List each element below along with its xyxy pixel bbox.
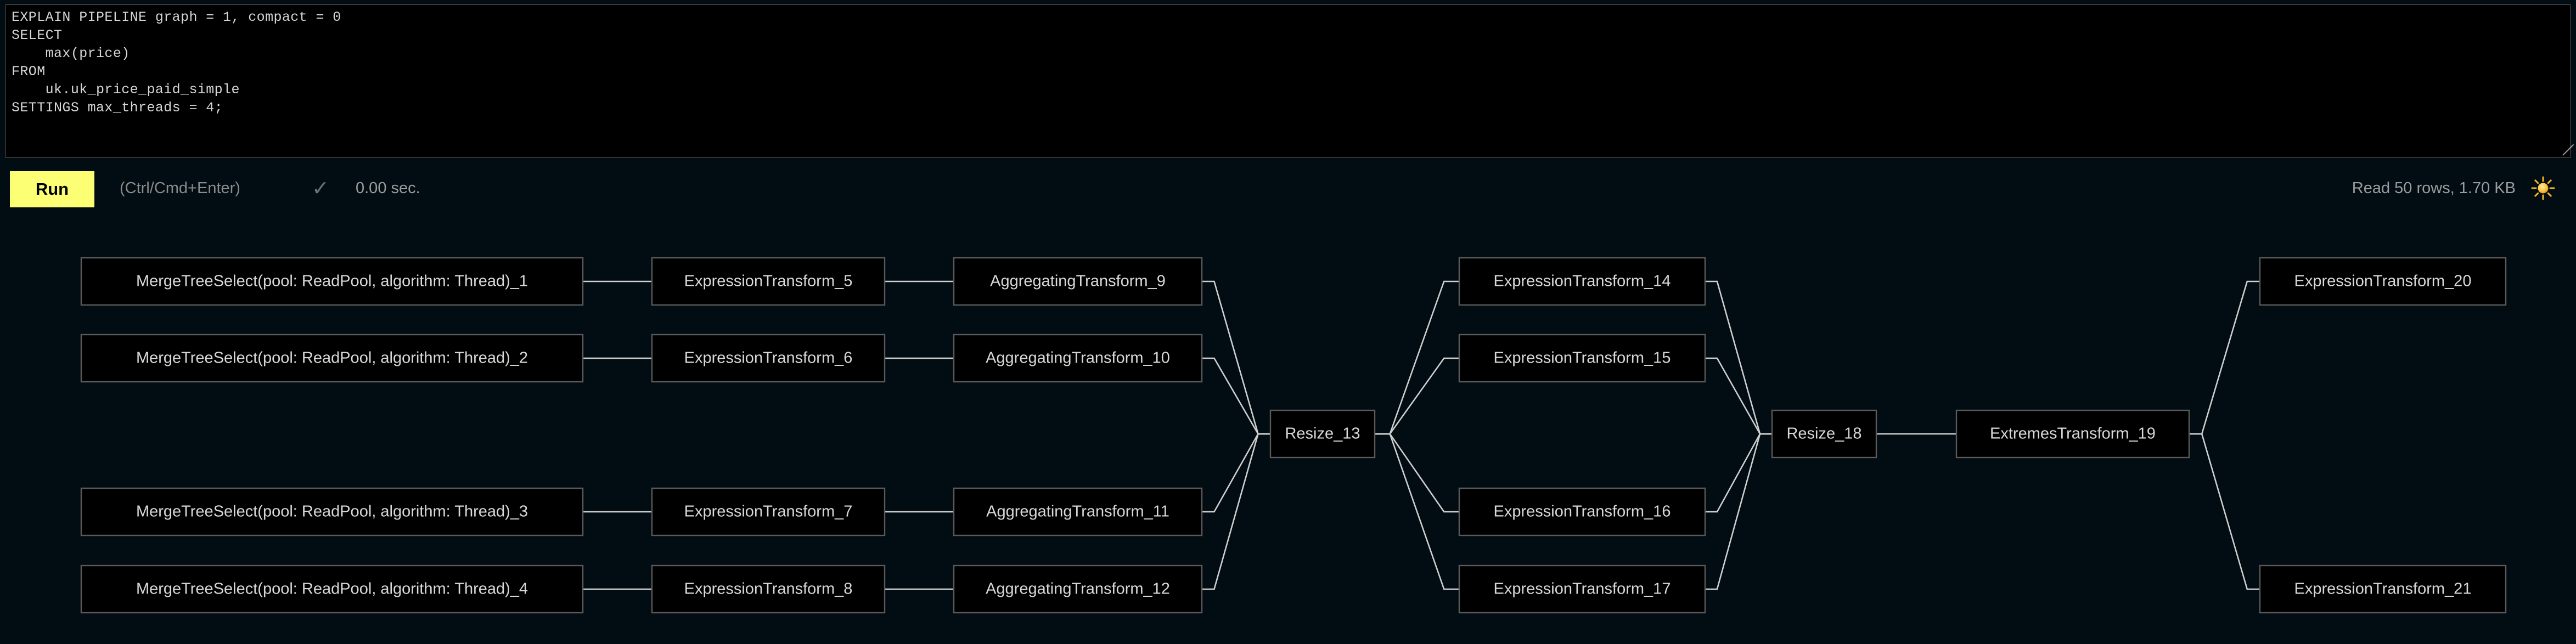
graph-node-box [953, 257, 1203, 306]
graph-edge [2189, 280, 2260, 435]
graph-node-label: ExpressionTransform_15 [1494, 349, 1671, 367]
graph-node-label: ExpressionTransform_8 [684, 580, 853, 598]
read-stats: Read 50 rows, 1.70 KB [2352, 179, 2516, 197]
graph-edge [1202, 433, 1270, 513]
graph-node-label: Resize_13 [1285, 425, 1360, 443]
graph-node-box [651, 257, 886, 306]
graph-edge [1202, 433, 1270, 590]
graph-node[interactable]: ExpressionTransform_17 [1458, 564, 1706, 614]
graph-node-box [1458, 487, 1706, 536]
graph-node-box [1458, 257, 1706, 306]
graph-node[interactable]: Resize_18 [1771, 409, 1877, 459]
graph-node-label: ExpressionTransform_14 [1494, 273, 1671, 290]
graph-node-box [953, 334, 1203, 383]
graph-node[interactable]: ExpressionTransform_16 [1458, 487, 1706, 536]
graph-node-box [1458, 334, 1706, 383]
graph-node-box [2259, 257, 2507, 306]
graph-node[interactable]: ExpressionTransform_6 [651, 334, 886, 383]
toolbar: Run (Ctrl/Cmd+Enter) ✓ 0.00 sec. Read 50… [0, 162, 2576, 217]
graph-node-box [80, 564, 584, 614]
graph-node[interactable]: ExpressionTransform_5 [651, 257, 886, 306]
shortcut-hint: (Ctrl/Cmd+Enter) [120, 179, 240, 197]
graph-node-box [80, 487, 584, 536]
graph-node[interactable]: ExpressionTransform_15 [1458, 334, 1706, 383]
graph-node[interactable]: MergeTreeSelect(pool: ReadPool, algorith… [80, 257, 584, 306]
graph-node-label: ExpressionTransform_16 [1494, 503, 1671, 521]
graph-edge [1375, 433, 1459, 513]
graph-node-label: AggregatingTransform_12 [986, 580, 1170, 598]
graph-edge [1375, 433, 1459, 590]
graph-node[interactable]: AggregatingTransform_11 [953, 487, 1203, 536]
graph-node[interactable]: ExpressionTransform_21 [2259, 564, 2507, 614]
graph-node[interactable]: MergeTreeSelect(pool: ReadPool, algorith… [80, 564, 584, 614]
graph-node-box [651, 487, 886, 536]
check-icon: ✓ [312, 177, 329, 200]
graph-node-label: AggregatingTransform_11 [986, 503, 1169, 521]
graph-node-label: ExpressionTransform_21 [2294, 580, 2472, 598]
graph-node-label: ExpressionTransform_20 [2294, 273, 2472, 290]
graph-node[interactable]: ExpressionTransform_8 [651, 564, 886, 614]
graph-node[interactable]: AggregatingTransform_12 [953, 564, 1203, 614]
graph-node-label: ExpressionTransform_6 [684, 349, 853, 367]
graph-node-box [651, 334, 886, 383]
graph-node-box [1269, 409, 1376, 459]
graph-edges [583, 280, 2260, 590]
elapsed-time: 0.00 sec. [356, 179, 420, 197]
graph-edge [1705, 433, 1772, 590]
graph-edge [1705, 357, 1772, 435]
graph-nodes: MergeTreeSelect(pool: ReadPool, algorith… [80, 257, 2507, 614]
graph-node-label: ExpressionTransform_7 [684, 503, 853, 521]
graph-node-label: AggregatingTransform_9 [990, 273, 1166, 290]
pipeline-graph-svg: MergeTreeSelect(pool: ReadPool, algorith… [80, 257, 2507, 614]
graph-node-label: Resize_18 [1786, 425, 1861, 443]
graph-edge [1202, 357, 1270, 435]
graph-node-label: MergeTreeSelect(pool: ReadPool, algorith… [136, 273, 528, 290]
graph-node-box [651, 564, 886, 614]
query-input[interactable] [5, 4, 2571, 158]
graph-node[interactable]: MergeTreeSelect(pool: ReadPool, algorith… [80, 487, 584, 536]
graph-edge [2189, 433, 2260, 590]
graph-node-label: MergeTreeSelect(pool: ReadPool, algorith… [136, 349, 528, 367]
graph-node[interactable]: AggregatingTransform_9 [953, 257, 1203, 306]
graph-edge [1375, 357, 1459, 435]
graph-node[interactable]: ExpressionTransform_20 [2259, 257, 2507, 306]
graph-node-box [80, 334, 584, 383]
pipeline-graph: MergeTreeSelect(pool: ReadPool, algorith… [0, 217, 2576, 644]
sun-icon[interactable] [2531, 176, 2555, 200]
graph-edge [1705, 433, 1772, 513]
graph-node[interactable]: MergeTreeSelect(pool: ReadPool, algorith… [80, 334, 584, 383]
run-button[interactable]: Run [10, 171, 94, 207]
graph-node[interactable]: ExpressionTransform_14 [1458, 257, 1706, 306]
graph-node-label: MergeTreeSelect(pool: ReadPool, algorith… [136, 580, 528, 598]
graph-node-label: ExtremesTransform_19 [1990, 425, 2156, 443]
graph-node-box [1771, 409, 1877, 459]
graph-node[interactable]: ExtremesTransform_19 [1955, 409, 2190, 459]
graph-node-label: AggregatingTransform_10 [986, 349, 1170, 367]
graph-node-box [953, 487, 1203, 536]
graph-node[interactable]: Resize_13 [1269, 409, 1376, 459]
query-editor-container [0, 0, 2576, 159]
graph-node-box [1458, 564, 1706, 614]
graph-node-label: MergeTreeSelect(pool: ReadPool, algorith… [136, 503, 528, 521]
graph-node-box [80, 257, 584, 306]
graph-node-label: ExpressionTransform_17 [1494, 580, 1671, 598]
graph-node-box [953, 564, 1203, 614]
graph-node-box [1955, 409, 2190, 459]
graph-node-label: ExpressionTransform_5 [684, 273, 853, 290]
graph-node[interactable]: AggregatingTransform_10 [953, 334, 1203, 383]
graph-node[interactable]: ExpressionTransform_7 [651, 487, 886, 536]
graph-node-box [2259, 564, 2507, 614]
